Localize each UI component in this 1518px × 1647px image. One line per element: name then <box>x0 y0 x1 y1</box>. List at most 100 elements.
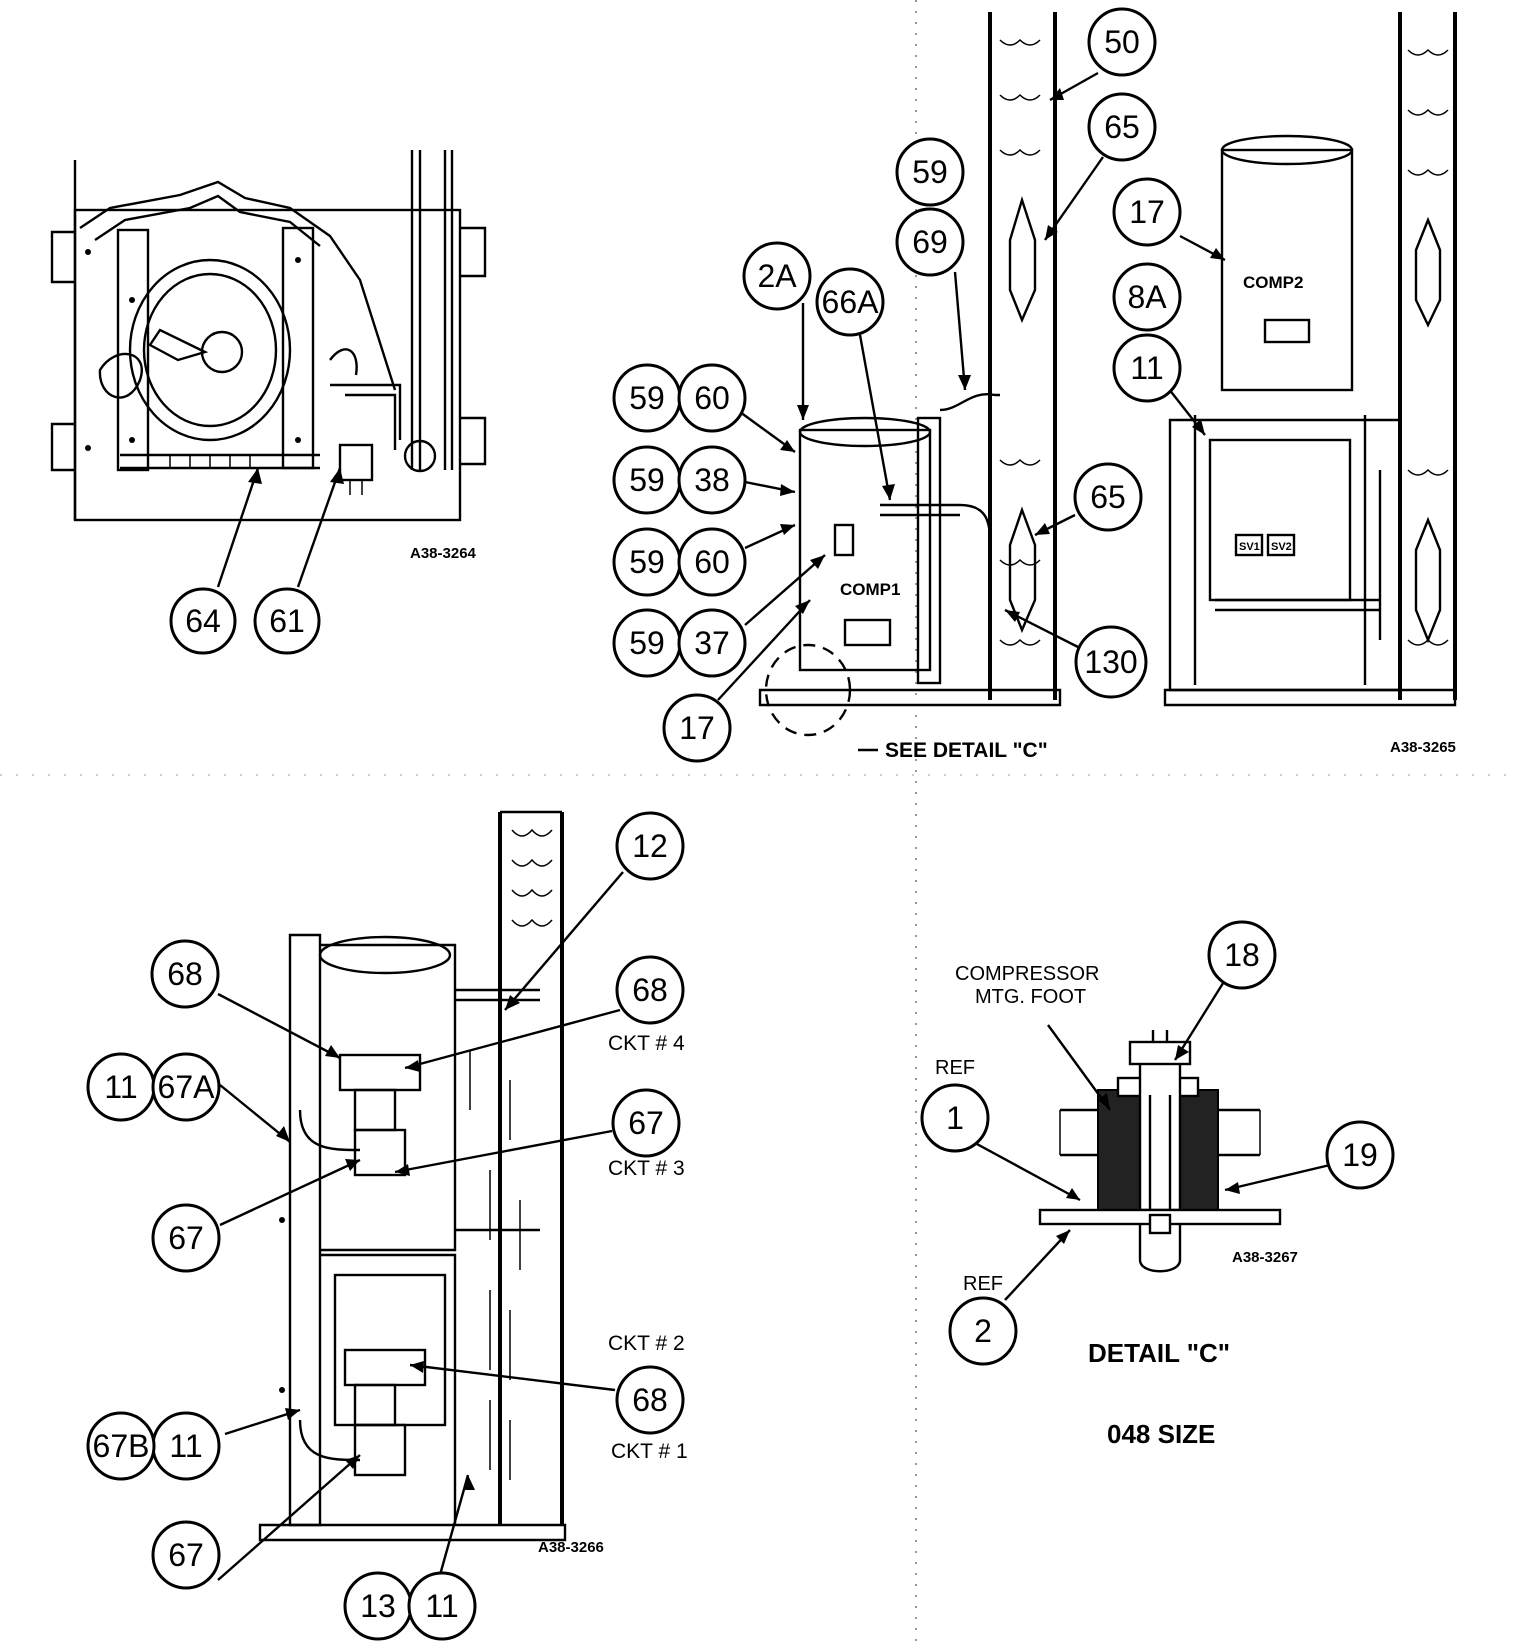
svg-text:60: 60 <box>694 544 730 580</box>
svg-text:11: 11 <box>425 1588 458 1624</box>
drawing-code-tr: A38-3265 <box>1390 739 1456 756</box>
callout-59: 59 <box>612 363 682 433</box>
label-ref-1: REF <box>935 1057 975 1079</box>
callout-1: 1 <box>920 1083 990 1153</box>
svg-text:11: 11 <box>1130 350 1163 386</box>
label-sv1: SV1 <box>1239 541 1260 553</box>
svg-text:11: 11 <box>169 1428 202 1464</box>
svg-text:67B: 67B <box>93 1428 150 1464</box>
svg-text:60: 60 <box>694 380 730 416</box>
callout-11: 11 <box>86 1052 156 1122</box>
svg-text:66A: 66A <box>822 284 880 320</box>
detail-title: DETAIL "C" <box>1088 1338 1230 1368</box>
callout-68: 68 <box>615 955 685 1025</box>
svg-text:67: 67 <box>168 1537 204 1573</box>
callout-50: 50 <box>1087 7 1157 77</box>
callout-64: 64 <box>169 587 237 655</box>
svg-text:17: 17 <box>1129 194 1165 230</box>
svg-text:2: 2 <box>974 1313 992 1349</box>
callout-59: 59 <box>612 445 682 515</box>
callout-13: 13 <box>343 1571 413 1641</box>
callout-67: 67 <box>151 1520 221 1590</box>
label-comp1: COMP1 <box>840 580 900 599</box>
drawing-code-bl: A38-3266 <box>538 1539 604 1556</box>
svg-text:67: 67 <box>168 1220 204 1256</box>
svg-text:67: 67 <box>628 1105 664 1141</box>
svg-text:67A: 67A <box>158 1069 216 1105</box>
callout-18: 18 <box>1207 920 1277 990</box>
svg-text:38: 38 <box>694 462 730 498</box>
callout-65: 65 <box>1087 92 1157 162</box>
callout-67a: 67A <box>151 1052 221 1122</box>
svg-text:1: 1 <box>946 1100 964 1136</box>
svg-text:65: 65 <box>1104 109 1140 145</box>
callout-68: 68 <box>615 1365 685 1435</box>
callout-68: 68 <box>150 939 220 1009</box>
detail-c-view <box>974 979 1331 1301</box>
callout-130: 130 <box>1074 625 1148 699</box>
callout-12: 12 <box>615 811 685 881</box>
callout-60: 60 <box>677 363 747 433</box>
label-ckt-2: CKT # 2 <box>608 1332 685 1355</box>
label-comp2: COMP2 <box>1243 273 1303 292</box>
svg-text:130: 130 <box>1084 644 1137 680</box>
svg-text:17: 17 <box>679 710 715 746</box>
svg-text:13: 13 <box>360 1588 396 1624</box>
svg-text:64: 64 <box>185 603 221 639</box>
label-sv2: SV2 <box>1271 541 1292 553</box>
callout-67: 67 <box>151 1203 221 1273</box>
label-ref-2: REF <box>963 1273 1003 1295</box>
callout-67: 67 <box>611 1088 681 1158</box>
callout-65: 65 <box>1073 462 1143 532</box>
svg-text:19: 19 <box>1342 1137 1378 1173</box>
svg-text:18: 18 <box>1224 937 1260 973</box>
label-compressor: COMPRESSOR <box>955 963 1099 985</box>
callout-17: 17 <box>662 693 732 763</box>
svg-text:50: 50 <box>1104 24 1140 60</box>
view-top-right: COMP1 COMP2 SV1 SV2 <box>717 12 1457 752</box>
svg-text:59: 59 <box>629 380 665 416</box>
callout-60: 60 <box>677 527 747 597</box>
label-ckt-4: CKT # 4 <box>608 1032 685 1055</box>
callout-17: 17 <box>1112 177 1182 247</box>
svg-text:8A: 8A <box>1127 279 1167 315</box>
svg-text:59: 59 <box>629 625 665 661</box>
callout-59: 59 <box>895 137 965 207</box>
callout-11: 11 <box>407 1571 477 1641</box>
callout-2: 2 <box>948 1296 1018 1366</box>
svg-text:59: 59 <box>629 544 665 580</box>
callout-38: 38 <box>677 445 747 515</box>
svg-text:69: 69 <box>912 224 948 260</box>
callout-59: 59 <box>612 527 682 597</box>
svg-text:59: 59 <box>629 462 665 498</box>
callout-2a: 2A <box>742 241 812 311</box>
callout-8a: 8A <box>1112 262 1182 332</box>
svg-text:68: 68 <box>632 1382 668 1418</box>
label-mtg-foot: MTG. FOOT <box>975 986 1086 1008</box>
callout-11: 11 <box>151 1411 221 1481</box>
callout-37: 37 <box>677 608 747 678</box>
svg-text:61: 61 <box>269 603 305 639</box>
drawing-code-detail: A38-3267 <box>1232 1249 1298 1266</box>
callout-69: 69 <box>895 207 965 277</box>
callout-19: 19 <box>1325 1120 1395 1190</box>
label-ckt-3: CKT # 3 <box>608 1157 685 1180</box>
callout-11: 11 <box>1112 333 1182 403</box>
label-see-detail-c: SEE DETAIL "C" <box>885 739 1048 762</box>
svg-text:11: 11 <box>104 1069 137 1105</box>
callout-61: 61 <box>253 587 321 655</box>
callout-67b: 67B <box>86 1411 156 1481</box>
label-ckt-1: CKT # 1 <box>611 1440 688 1463</box>
svg-text:68: 68 <box>167 956 203 992</box>
svg-text:12: 12 <box>632 828 668 864</box>
view-bottom-left <box>217 810 624 1581</box>
drawing-code-tl: A38-3264 <box>410 545 477 562</box>
svg-text:59: 59 <box>912 154 948 190</box>
size-caption: 048 SIZE <box>1107 1419 1215 1449</box>
svg-text:2A: 2A <box>757 258 797 294</box>
callout-66a: 66A <box>815 267 885 337</box>
view-top-left <box>50 150 487 588</box>
svg-text:37: 37 <box>694 625 730 661</box>
svg-text:68: 68 <box>632 972 668 1008</box>
